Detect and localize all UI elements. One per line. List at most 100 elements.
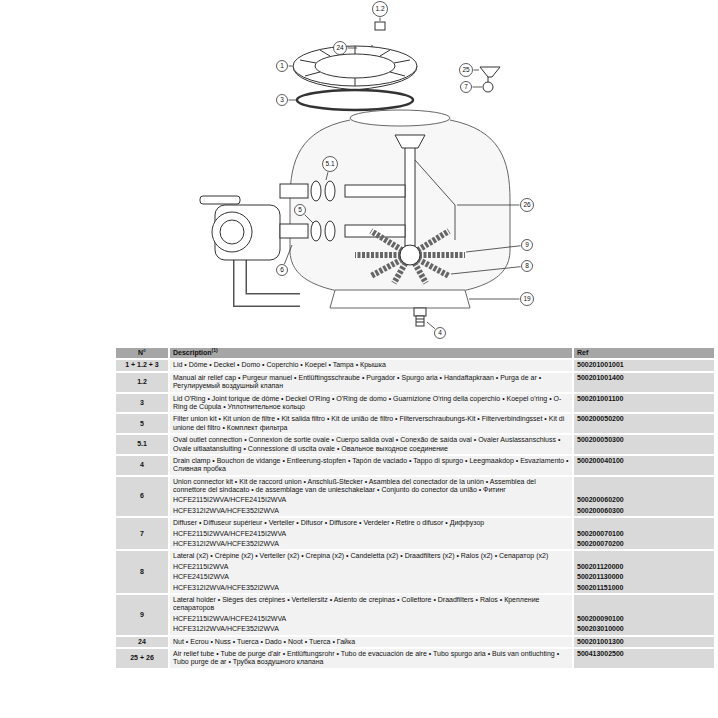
table-row: 5 Filter union kit • Kit union de filtre … [116, 414, 714, 433]
number-cell: 25 + 26 [116, 649, 168, 668]
description-cell: Lateral holder • Sièges des crépines • V… [170, 595, 572, 614]
description-cell: Air relief tube • Tube de purge d'air • … [170, 649, 572, 668]
ref-cell [574, 551, 714, 561]
part-number: 6 [140, 492, 144, 500]
model-cell: HCFE2115I2WVA/HCFE2415I2WVA [170, 495, 572, 505]
model-name: HCFE312I2WVA/HCFE352I2WVA [173, 584, 279, 591]
part-ref: 500200070100 [577, 530, 624, 537]
part-number: 24 [138, 638, 146, 646]
part-ref: 500200070200 [577, 540, 624, 547]
ref-cell: 500200070100 [574, 529, 714, 539]
callout-number: 3 [280, 97, 284, 104]
callout-number: 9 [525, 242, 529, 249]
number-cell: 5 [116, 414, 168, 433]
part-number: 5 [140, 420, 144, 428]
description-cell: Manual air relief cap • Purgeur manuel •… [170, 373, 572, 392]
part-ref: 500201120000 [577, 563, 623, 570]
model-name: HCFE312I2WVA/HCFE352I2WVA [173, 540, 279, 547]
leader-line [348, 48, 358, 49]
number-cell: 1 + 1.2 + 3 [116, 360, 168, 370]
callout-number: 8 [525, 263, 529, 270]
ref-cell: 500201120000 [574, 562, 714, 572]
model-cell: HCFE2115I2WVA [170, 562, 572, 572]
callout-number: 24 [336, 45, 343, 52]
number-cell: 5.1 [116, 435, 168, 454]
table-row: 1 + 1.2 + 3Lid • Dôme • Deckel • Domo • … [116, 360, 714, 370]
number-cell: 6 [116, 477, 168, 517]
model-cell: HCFE312I2WVA/HCFE352I2WVA [170, 506, 572, 516]
part-ref: 500203010000 [577, 625, 624, 632]
callout-circle [373, 2, 388, 17]
callout-circle [277, 61, 288, 72]
callout-circle [521, 199, 534, 212]
table-header: N°Description(1)Ref [116, 348, 714, 358]
parts-table: N°Description(1)Ref 1 + 1.2 + 3Lid • Dôme… [116, 348, 714, 670]
part-number: 1 + 1.2 + 3 [125, 361, 158, 369]
table-row: 8 Lateral (x2) • Crépine (x2) • Verteiler… [116, 551, 714, 593]
leader-line [457, 205, 520, 206]
model-cell: HCFE2415I2WVA [170, 572, 572, 582]
ref-cell: 500201151000 [574, 583, 714, 593]
model-cell: HCFE312I2WVA/HCFE352I2WVA [170, 583, 572, 593]
callout-number: 1.2 [375, 6, 384, 13]
callout-number: 26 [523, 202, 530, 209]
leader-line [473, 87, 483, 88]
description-cell: Diffuser • Diffuseur supérieur • Verteil… [170, 518, 572, 528]
part-description: Oval outlet connection • Connexion de so… [173, 436, 560, 451]
part-number: 25 + 26 [130, 654, 154, 662]
header-text: N° [138, 349, 146, 357]
description-cell: Filter union kit • Kit union de filtre •… [170, 414, 572, 433]
leader-line [466, 246, 521, 252]
leader-line [427, 322, 435, 329]
part-description: Diffuser • Diffuseur supérieur • Verteil… [173, 519, 484, 526]
number-cell: 7 [116, 518, 168, 549]
part-ref: 500201001001 [577, 361, 624, 368]
part-ref: 500200050300 [577, 436, 624, 443]
callout-circle [277, 95, 288, 106]
callout-number: 7 [464, 84, 468, 91]
part-ref: 500201001400 [577, 374, 624, 381]
part-description: Drain clamp • Bouchon de vidange • Entle… [173, 457, 569, 472]
part-ref: 500201151000 [577, 584, 623, 591]
part-description: Union connector kit • Kit de raccord uni… [173, 478, 536, 493]
table-row: 6 Union connector kit • Kit de raccord un… [116, 477, 714, 517]
leader-line [451, 267, 521, 274]
leader-line [284, 245, 292, 264]
description-cell: Oval outlet connection • Connexion de so… [170, 435, 572, 454]
description-cell: Nut • Ecrou • Nuss • Tuerca • Dado • Noo… [170, 637, 572, 647]
callout-number: 5 [298, 207, 302, 214]
ref-cell: 500200050200 [574, 414, 714, 433]
leader-line [326, 172, 328, 180]
callout-circle [323, 157, 338, 172]
model-name: HCFE2115I2WVA/HCFE2415I2WVA [173, 615, 286, 622]
callout-number: 19 [523, 296, 530, 303]
model-name: HCFE2115I2WVA/HCFE2415I2WVA [173, 530, 286, 537]
part-number: 8 [140, 568, 144, 576]
ref-cell: 500200070200 [574, 539, 714, 549]
model-cell: HCFE312I2WVA/HCFE352I2WVA [170, 539, 572, 549]
header-cell: N° [116, 348, 168, 358]
callout-number: 25 [462, 67, 469, 74]
leader-line [305, 215, 313, 223]
description-cell: Drain clamp • Bouchon de vidange • Entle… [170, 456, 572, 475]
ref-cell: 500200060300 [574, 506, 714, 516]
part-number: 5.1 [137, 440, 147, 448]
part-ref: 500413002500 [577, 650, 624, 657]
ref-cell: 500200060200 [574, 495, 714, 505]
table-row: 9Lateral holder • Sièges des crépines • … [116, 595, 714, 635]
leader-line [289, 66, 293, 67]
part-description: Lid O'Ring • Joint torique de dôme • Dec… [173, 395, 561, 410]
model-cell: HCFE2115I2WVA/HCFE2415I2WVA [170, 529, 572, 539]
ref-cell [574, 595, 714, 614]
part-description: Lateral (x2) • Crépine (x2) • Verteiler … [173, 552, 548, 559]
ref-cell: 500413002500 [574, 649, 714, 668]
ref-cell: 500201130000 [574, 572, 714, 582]
callout-number: 5.1 [325, 161, 334, 168]
number-cell: 3 [116, 394, 168, 413]
callout-circle [521, 293, 534, 306]
description-cell: Lid O'Ring • Joint torique de dôme • Dec… [170, 394, 572, 413]
number-cell: 9 [116, 595, 168, 635]
callout-circle [334, 42, 347, 55]
callout-number: 4 [438, 330, 442, 337]
